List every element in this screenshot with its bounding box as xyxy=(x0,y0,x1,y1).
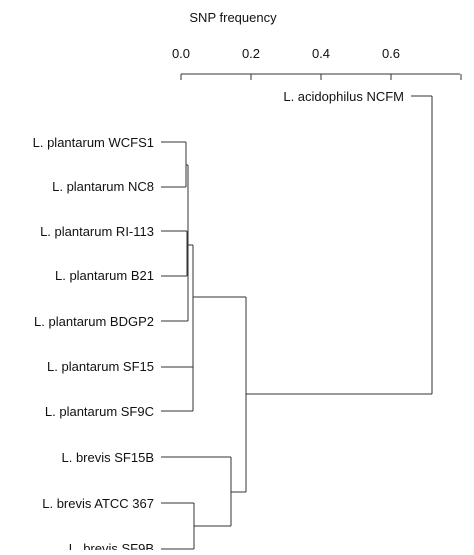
leaf-label: L. plantarum RI-113 xyxy=(40,224,154,239)
tick-label: 0.2 xyxy=(242,46,260,61)
leaf-label: L. plantarum SF9C xyxy=(45,404,154,419)
leaf-label: L. brevis SF9B xyxy=(69,541,154,550)
tick-label: 0.6 xyxy=(382,46,400,61)
leaf-label: L. plantarum SF15 xyxy=(47,359,154,374)
tick-label: 0.0 xyxy=(172,46,190,61)
leaf-label: L. plantarum WCFS1 xyxy=(33,135,154,150)
leaf-label: L. plantarum BDGP2 xyxy=(34,314,154,329)
leaf-label: L. brevis ATCC 367 xyxy=(42,496,154,511)
leaf-label: L. plantarum B21 xyxy=(55,268,154,283)
x-axis: 0.0 0.2 0.4 0.6 xyxy=(172,46,462,80)
leaf-label: L. acidophilus NCFM xyxy=(283,89,404,104)
leaf-label: L. brevis SF15B xyxy=(62,450,155,465)
leaf-labels: L. acidophilus NCFM L. plantarum WCFS1 L… xyxy=(33,89,404,555)
tick-label: 0.4 xyxy=(312,46,330,61)
tree-branches xyxy=(161,95,433,550)
axis-title: SNP frequency xyxy=(189,10,277,25)
leaf-label: L. plantarum NC8 xyxy=(52,179,154,194)
